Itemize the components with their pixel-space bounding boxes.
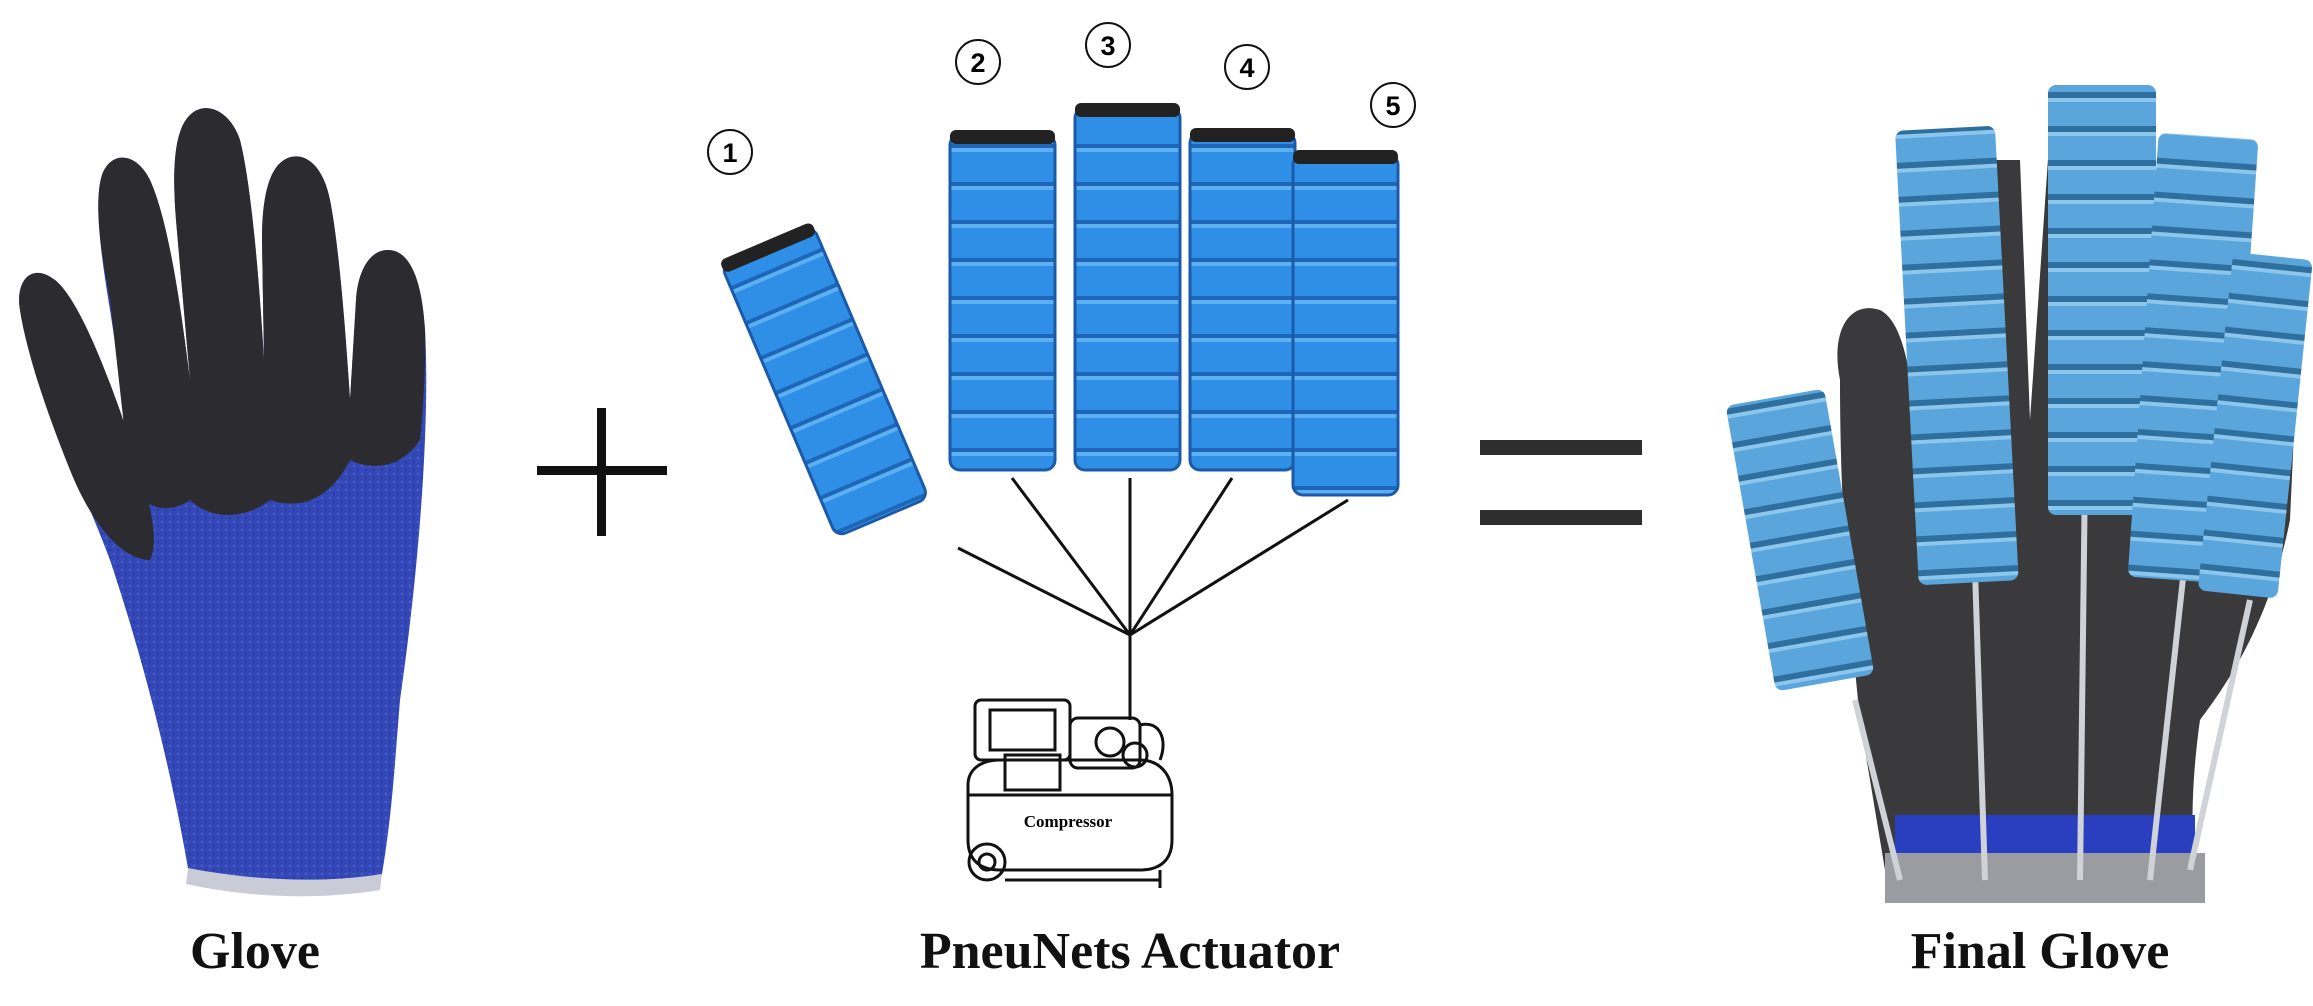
caption-glove: Glove bbox=[190, 923, 320, 980]
tubing-lines bbox=[957, 477, 1349, 720]
actuator-diagram: 1 2 3 4 5 bbox=[707, 22, 1416, 888]
glove-coating bbox=[98, 108, 426, 516]
svg-text:3: 3 bbox=[1100, 31, 1115, 61]
number-circle-4: 4 bbox=[1224, 44, 1270, 90]
svg-text:5: 5 bbox=[1385, 91, 1400, 121]
actuator-finger-3 bbox=[1073, 103, 1182, 472]
final-glove-image bbox=[1726, 85, 2313, 903]
number-circle-1: 1 bbox=[707, 129, 753, 175]
caption-actuator: PneuNets Actuator bbox=[919, 923, 1341, 980]
glove-cuff-edge bbox=[186, 868, 382, 897]
compressor-label: Compressor bbox=[1024, 812, 1113, 831]
svg-text:4: 4 bbox=[1239, 53, 1254, 83]
actuator-finger-4 bbox=[1188, 128, 1297, 472]
glove-image bbox=[19, 108, 427, 897]
caption-final-glove: Final Glove bbox=[1910, 923, 2170, 980]
number-circle-3: 3 bbox=[1085, 22, 1131, 68]
number-circle-2: 2 bbox=[955, 39, 1001, 85]
wrist-strap bbox=[1895, 815, 2195, 853]
compressor-icon bbox=[966, 698, 1174, 888]
actuator-finger-1 bbox=[721, 223, 927, 536]
wrist-base bbox=[1885, 853, 2205, 903]
final-actuator-little bbox=[2198, 252, 2313, 598]
number-circle-5: 5 bbox=[1370, 82, 1416, 128]
actuator-finger-5 bbox=[1291, 150, 1400, 497]
connector-tubes bbox=[1852, 469, 2253, 881]
final-actuator-thumb bbox=[1726, 389, 1874, 691]
svg-text:2: 2 bbox=[970, 48, 985, 78]
final-actuator-middle bbox=[2048, 85, 2156, 515]
actuator-finger-2 bbox=[948, 130, 1057, 472]
plus-sign bbox=[537, 408, 667, 536]
svg-text:1: 1 bbox=[722, 138, 737, 168]
glove-thumb bbox=[19, 272, 154, 560]
equals-sign bbox=[1480, 440, 1642, 525]
final-actuator-index bbox=[1895, 126, 2019, 585]
